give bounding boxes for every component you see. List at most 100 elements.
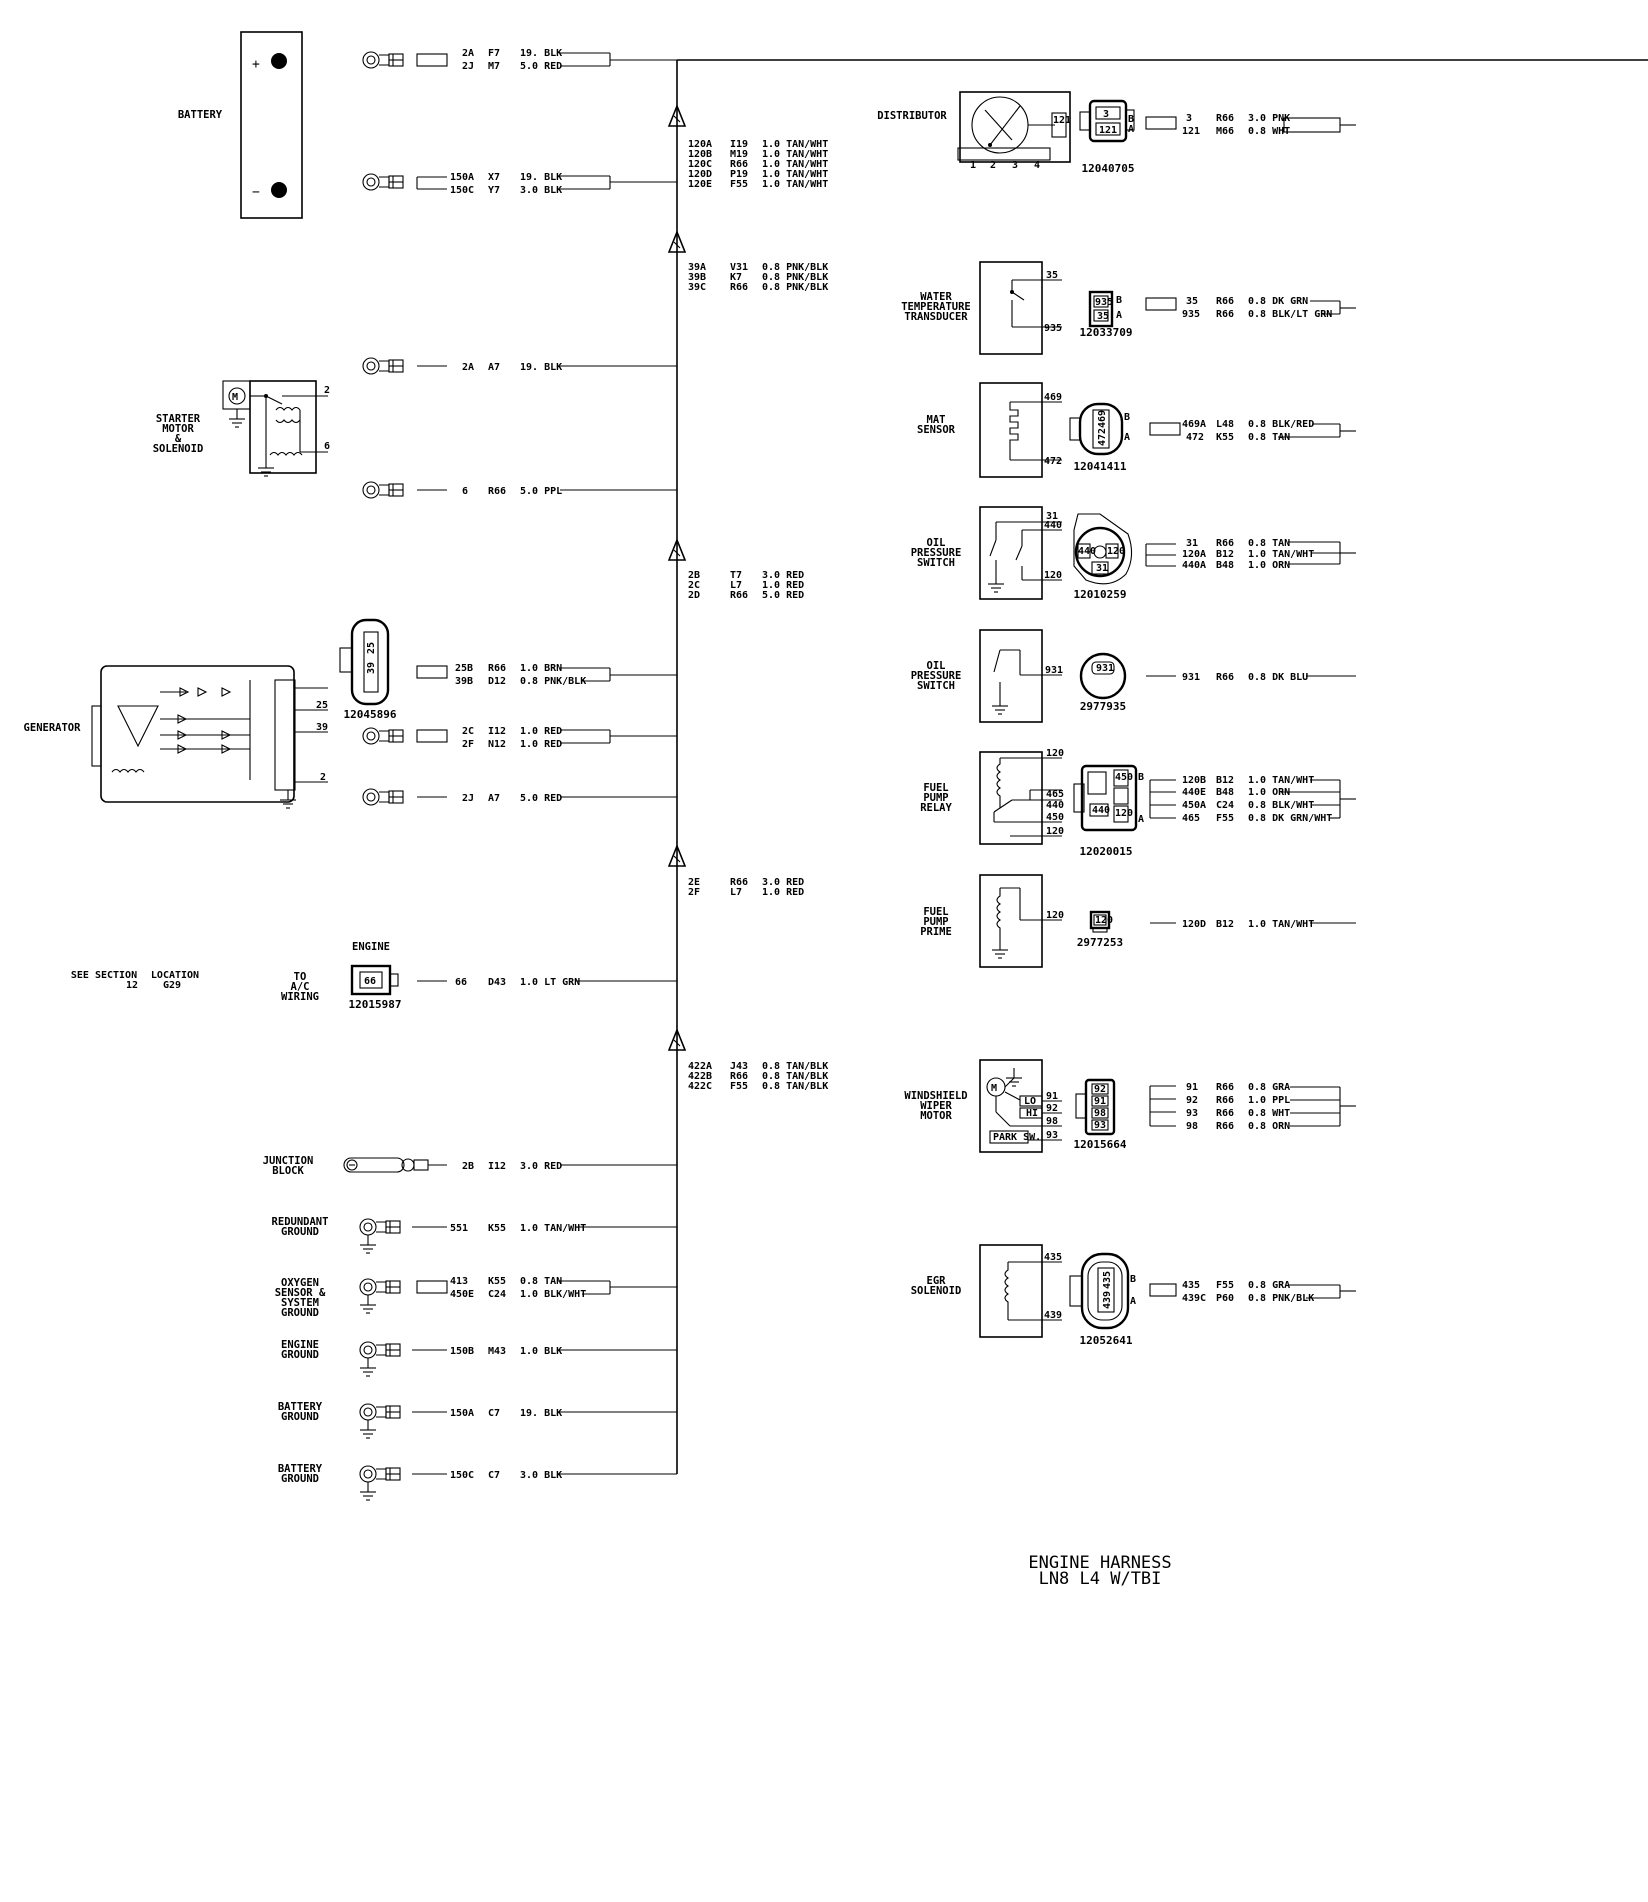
svg-text:422B: 422B	[688, 1071, 712, 1082]
svg-text:0.8 BLK/LT GRN: 0.8 BLK/LT GRN	[1248, 309, 1332, 320]
svg-text:1.0 ORN: 1.0 ORN	[1248, 787, 1290, 798]
svg-text:450: 450	[1115, 772, 1133, 783]
svg-text:WIRING: WIRING	[281, 991, 319, 1003]
svg-text:551: 551	[450, 1223, 468, 1234]
ac-connector: 66 12015987	[349, 964, 401, 1011]
svg-text:0.8 DK GRN/WHT: 0.8 DK GRN/WHT	[1248, 813, 1332, 824]
svg-text:PRIME: PRIME	[920, 926, 952, 938]
svg-text:0.8 TAN/BLK: 0.8 TAN/BLK	[762, 1071, 828, 1082]
svg-text:T7: T7	[730, 570, 742, 581]
svg-text:SWITCH: SWITCH	[917, 557, 955, 569]
battery-ground-label-1: BATTERY GROUND	[278, 1401, 323, 1423]
svg-text:Y7: Y7	[488, 185, 500, 196]
svg-text:BLOCK: BLOCK	[272, 1165, 304, 1177]
svg-text:35: 35	[1097, 311, 1109, 322]
svg-text:5.0 RED: 5.0 RED	[520, 61, 562, 72]
water-temp-wires: 35 935 R66 R66 0.8 DK GRN 0.8 BLK/LT GRN	[1145, 296, 1356, 320]
svg-text:931: 931	[1045, 665, 1063, 676]
distributor-connector: 3 121 B A 12040705	[1079, 99, 1135, 175]
splice-2e: 2E 2F R66 L7 3.0 RED 1.0 RED	[668, 845, 804, 898]
junction-block-label: JUNCTION BLOCK	[263, 1155, 314, 1177]
svg-text:19. BLK: 19. BLK	[520, 48, 562, 59]
svg-text:39B: 39B	[455, 676, 473, 687]
svg-text:PUMP: PUMP	[923, 792, 948, 804]
svg-text:2977935: 2977935	[1080, 700, 1126, 713]
svg-text:1.0 RED: 1.0 RED	[520, 726, 562, 737]
svg-text:120E: 120E	[688, 179, 712, 190]
svg-text:R66: R66	[1216, 309, 1234, 320]
egr-connector: 435 439 B A 12052641	[1069, 1252, 1136, 1347]
splice-120: 120A 120B 120C 120D 120E I19 M19 R66 P19…	[668, 105, 828, 190]
svg-text:0.8 GRA: 0.8 GRA	[1248, 1280, 1290, 1291]
svg-text:A: A	[1138, 814, 1144, 825]
splice-39: 39A 39B 39C V31 K7 R66 0.8 PNK/BLK 0.8 P…	[668, 231, 828, 293]
svg-text:440: 440	[1078, 546, 1096, 557]
oil-switch-2-label: OIL PRESSURE SWITCH	[911, 660, 962, 692]
generator-output-wires: 2C 2F I12 N12 1.0 RED 1.0 RED	[362, 726, 677, 750]
diagram-title: ENGINE HARNESS LN8 L4 W/TBI	[1028, 1553, 1171, 1589]
svg-text:93: 93	[1186, 1108, 1198, 1119]
fuel-relay-symbol: 120 465 440 450 120	[979, 748, 1064, 845]
junction-block-terminal	[343, 1157, 447, 1173]
svg-text:B48: B48	[1216, 787, 1234, 798]
svg-text:25: 25	[366, 642, 377, 654]
svg-text:12010259: 12010259	[1074, 588, 1127, 601]
svg-text:1.0 BLK: 1.0 BLK	[520, 1346, 562, 1357]
svg-text:1.0 RED: 1.0 RED	[762, 887, 804, 898]
svg-text:G29: G29	[163, 980, 181, 991]
svg-text:B12: B12	[1216, 549, 1234, 560]
svg-text:R66: R66	[488, 663, 506, 674]
svg-text:150A: 150A	[450, 1408, 474, 1419]
svg-text:120: 120	[1044, 570, 1062, 581]
starter-motor-symbol: M 2 6	[222, 380, 330, 477]
svg-text:19. BLK: 19. BLK	[520, 172, 562, 183]
svg-text:0.8 TAN/BLK: 0.8 TAN/BLK	[762, 1061, 828, 1072]
svg-text:A: A	[1116, 310, 1122, 321]
svg-text:12020015: 12020015	[1080, 845, 1133, 858]
svg-text:92: 92	[1046, 1103, 1058, 1114]
svg-text:98: 98	[1094, 1108, 1106, 1119]
svg-text:120: 120	[1115, 808, 1133, 819]
svg-text:ENGINE: ENGINE	[281, 1339, 319, 1351]
svg-text:39B: 39B	[688, 272, 706, 283]
svg-text:A7: A7	[488, 793, 500, 804]
svg-text:435: 435	[1102, 1271, 1113, 1289]
svg-text:12040705: 12040705	[1082, 162, 1135, 175]
svg-text:1.0 ORN: 1.0 ORN	[1248, 560, 1290, 571]
svg-text:413: 413	[450, 1276, 468, 1287]
svg-text:B: B	[1124, 412, 1130, 423]
redundant-ground-wire: 551 K55 1.0 TAN/WHT	[359, 1218, 677, 1254]
water-temp-symbol: 35 935	[979, 261, 1062, 355]
svg-text:120D: 120D	[688, 169, 712, 180]
svg-text:121: 121	[1099, 125, 1117, 136]
svg-text:REDUNDANT: REDUNDANT	[272, 1216, 329, 1228]
svg-text:66: 66	[455, 977, 467, 988]
svg-text:93: 93	[1094, 1120, 1106, 1131]
svg-text:R66: R66	[730, 877, 748, 888]
svg-text:150A: 150A	[450, 172, 474, 183]
svg-text:A: A	[1130, 1296, 1136, 1307]
engine-ground-wire: 150B M43 1.0 BLK	[359, 1341, 677, 1377]
svg-text:3: 3	[1186, 113, 1192, 124]
svg-text:2: 2	[990, 160, 996, 171]
svg-text:B12: B12	[1216, 775, 1234, 786]
svg-text:31: 31	[1046, 511, 1058, 522]
svg-text:TEMPERATURE: TEMPERATURE	[901, 301, 971, 313]
battery-ground-label-2: BATTERY GROUND	[278, 1463, 323, 1485]
svg-text:450E: 450E	[450, 1289, 474, 1300]
svg-text:98: 98	[1186, 1121, 1198, 1132]
svg-text:R66: R66	[488, 486, 506, 497]
see-section-note: SEE SECTION LOCATION 12 G29	[71, 970, 199, 991]
svg-text:150C: 150C	[450, 185, 474, 196]
svg-text:A/C: A/C	[291, 981, 310, 993]
svg-text:91: 91	[1094, 1096, 1106, 1107]
svg-text:1.0 TAN/WHT: 1.0 TAN/WHT	[1248, 549, 1314, 560]
splice-422: 422A 422B 422C J43 R66 F55 0.8 TAN/BLK 0…	[668, 1029, 828, 1092]
svg-text:465: 465	[1046, 789, 1064, 800]
svg-text:SYSTEM: SYSTEM	[281, 1297, 319, 1309]
water-temp-connector: 935 35 B A 12033709	[1080, 290, 1132, 339]
svg-text:BATTERY: BATTERY	[278, 1463, 323, 1475]
svg-text:2: 2	[324, 385, 330, 396]
battery-symbol: + −	[240, 31, 303, 219]
